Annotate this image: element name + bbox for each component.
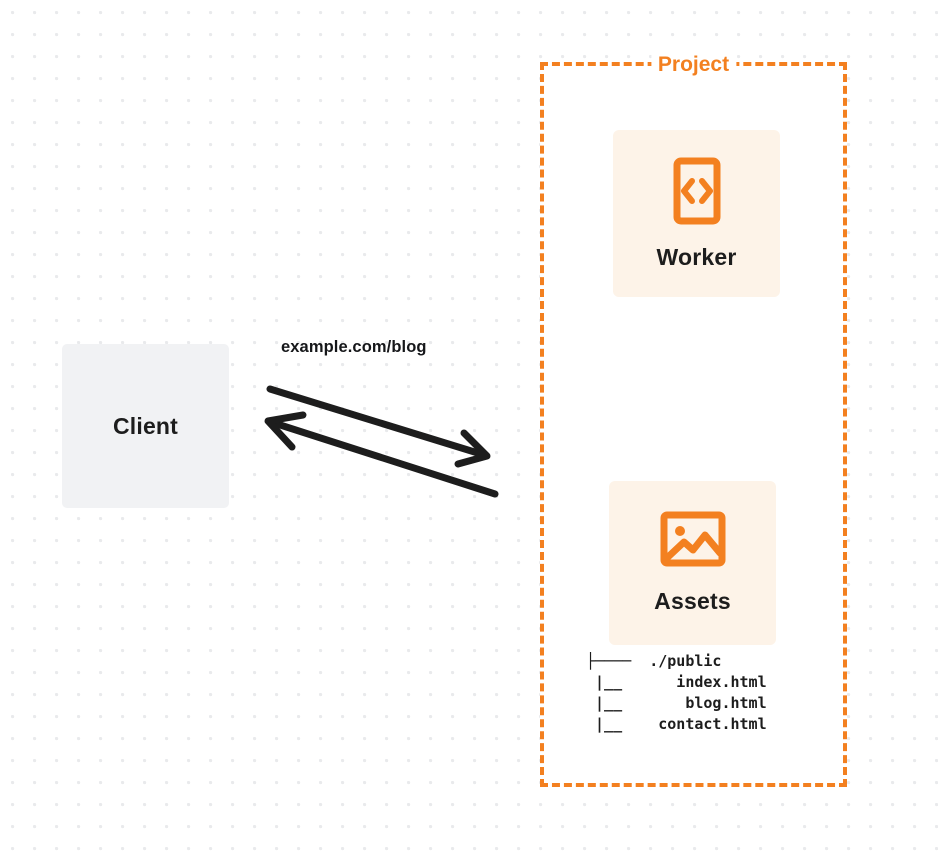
request-url-label: example.com/blog [281, 338, 427, 356]
assets-node[interactable]: Assets [609, 481, 776, 645]
file-tree-line: |__ blog.html [586, 694, 767, 712]
code-brackets-icon [673, 157, 721, 230]
request-arrow-right [266, 385, 491, 468]
assets-node-label: Assets [654, 588, 731, 614]
response-arrow-left [264, 411, 499, 498]
assets-file-tree: ├──── ./public |__ index.html |__ blog.h… [586, 651, 767, 735]
client-node-label: Client [112, 412, 179, 439]
project-title-label: Project [650, 54, 737, 76]
client-node[interactable]: Client [62, 344, 229, 508]
file-tree-line: ├──── ./public [586, 652, 722, 670]
worker-node-label: Worker [656, 243, 737, 270]
worker-node[interactable]: Worker [613, 130, 780, 297]
file-tree-line: |__ index.html [586, 673, 767, 691]
file-tree-line: |__ contact.html [586, 715, 767, 733]
image-icon [660, 511, 726, 572]
